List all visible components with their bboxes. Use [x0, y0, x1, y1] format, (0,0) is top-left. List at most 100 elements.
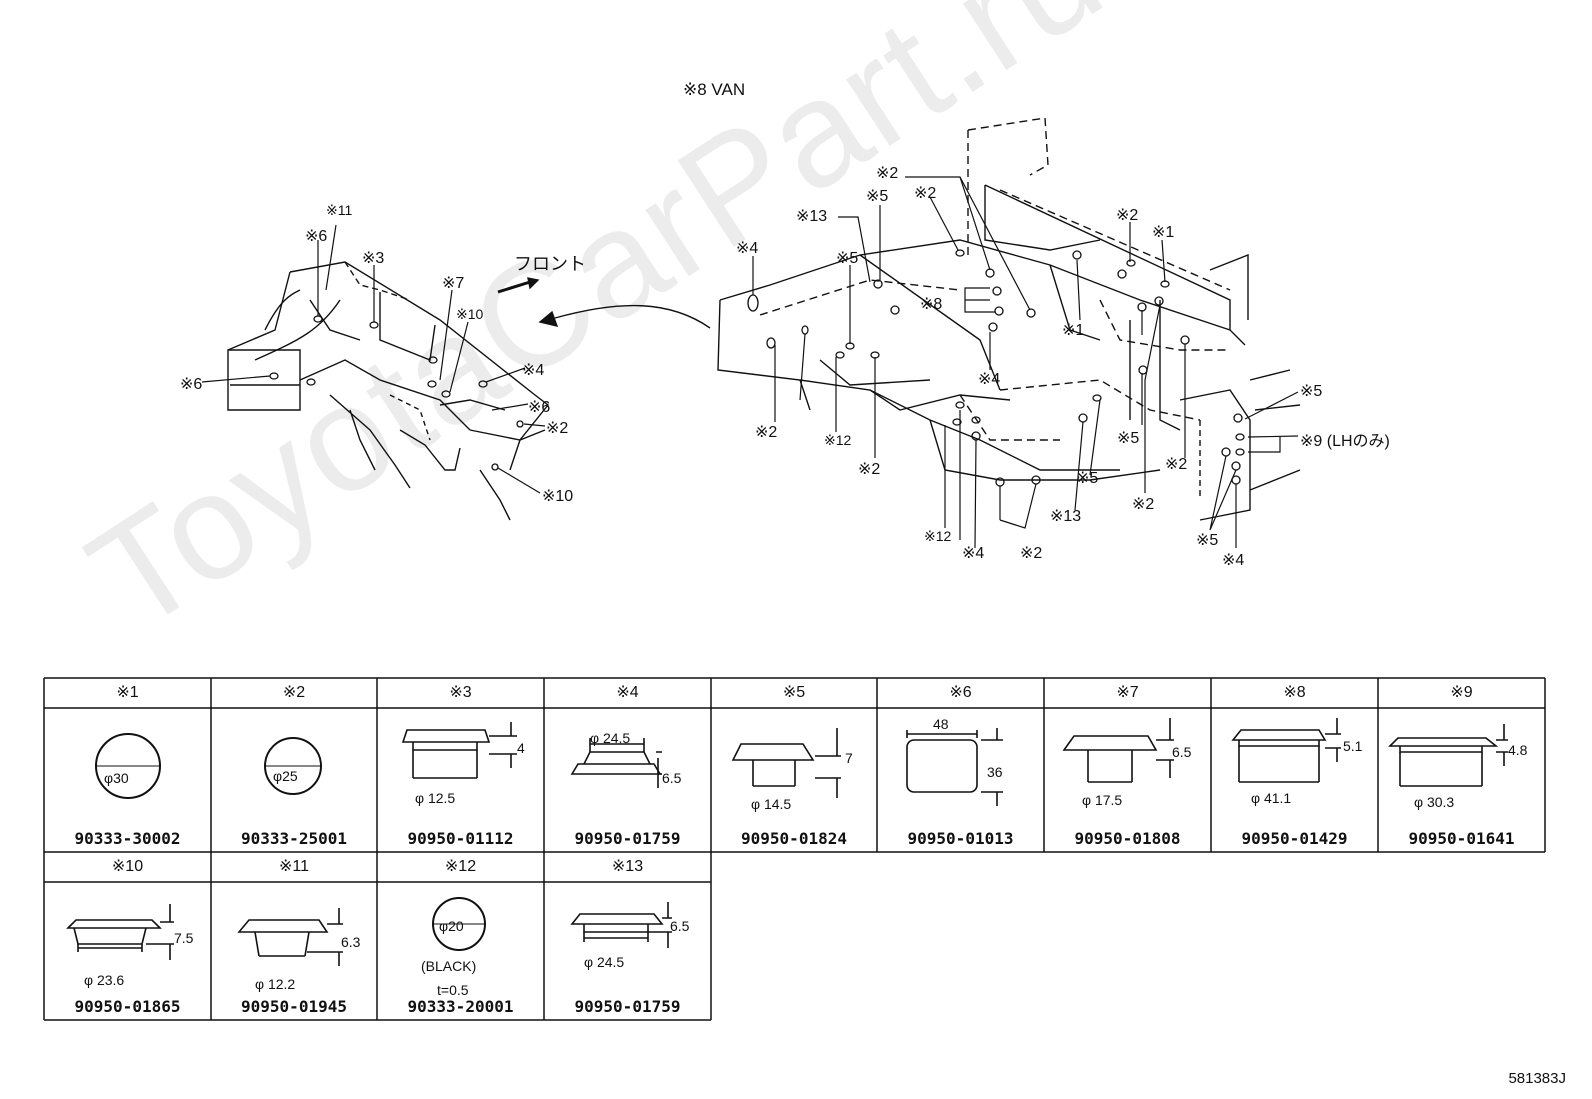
dim-diameter: φ 24.5	[590, 730, 631, 746]
callout-2: ※2	[876, 165, 899, 182]
callout-2: ※2	[1165, 456, 1188, 473]
dim-diameter: φ 12.5	[415, 790, 456, 806]
dim-diameter: φ 12.2	[255, 976, 296, 992]
plug-profile-shape	[570, 902, 672, 948]
part-key: ※11	[278, 858, 309, 875]
callout-4: ※4	[736, 240, 759, 257]
plug-profile-shape	[1231, 718, 1341, 783]
callout-5: ※5	[1076, 470, 1099, 487]
part-number: 90950-01429	[1241, 829, 1348, 848]
dim-diameter: φ 23.6	[84, 972, 125, 988]
plug-profile-shape	[570, 738, 662, 788]
dim-diameter: φ 24.5	[584, 954, 625, 970]
part-number: 90950-01945	[241, 997, 347, 1016]
circle-plug-shape	[264, 737, 322, 795]
part-key: ※1	[116, 684, 139, 701]
diagram-title: ※8 VAN	[683, 80, 746, 99]
callout-2: ※2	[1020, 545, 1043, 562]
part-key: ※12	[444, 858, 477, 875]
part-number: 90950-01013	[907, 829, 1014, 848]
rect-plug-shape	[906, 728, 1003, 806]
leader-lines	[201, 176, 1299, 549]
dim-diameter: φ 41.1	[1251, 790, 1292, 806]
dim-height: 7.5	[174, 930, 194, 946]
part-cell-10: ※10 7.5 φ 23.6 90950-01865	[44, 852, 211, 1020]
part-cell-3: ※3 4 φ 12.5 90950-01112	[377, 678, 544, 852]
dim-diameter: φ 30.3	[1414, 794, 1455, 810]
part-number: 90333-20001	[407, 997, 514, 1016]
part-number: 90333-25001	[241, 829, 347, 848]
plug-profile-shape	[1388, 724, 1508, 787]
part-cell-5: ※5 7 φ 14.5 90950-01824	[711, 678, 877, 852]
callout-6: ※6	[528, 399, 551, 416]
callout-10: ※10	[542, 488, 574, 505]
part-cell-12: ※12 φ20 (BLACK) t=0.5 90333-20001	[377, 852, 544, 1020]
front-label: フロント	[514, 254, 586, 274]
dim-height: 4	[517, 740, 525, 756]
callout-8: ※8	[920, 296, 943, 313]
part-key: ※6	[949, 684, 972, 701]
part-key: ※9	[1450, 684, 1473, 701]
callout-5: ※5	[1117, 430, 1140, 447]
callout-11: ※11	[326, 202, 353, 218]
callout-6: ※6	[180, 376, 203, 393]
part-number: 90333-30002	[74, 829, 181, 848]
callout-5: ※5	[836, 250, 859, 267]
part-number: 90950-01759	[574, 997, 681, 1016]
dim-height: 6.3	[341, 934, 361, 950]
part-key: ※5	[782, 684, 806, 701]
part-cell-11: ※11 6.3 φ 12.2 90950-01945	[211, 852, 377, 1020]
part-number: 90950-01112	[407, 829, 514, 848]
part-key: ※4	[616, 684, 639, 701]
front-floor-drawing	[227, 261, 549, 521]
callout-1: ※1	[1152, 224, 1175, 241]
callout-4: ※4	[978, 371, 1001, 388]
dim-height: 6.5	[1172, 744, 1192, 760]
dim-diameter: φ20	[439, 918, 464, 934]
part-cell-8: ※8 5.1 φ 41.1 90950-01429	[1211, 678, 1378, 852]
callout-4: ※4	[962, 545, 985, 562]
color-note: (BLACK)	[421, 958, 477, 974]
callout-2: ※2	[858, 461, 881, 478]
callout-2: ※2	[546, 420, 569, 437]
van-body-drawing	[717, 117, 1301, 521]
plug-profile-shape	[1062, 718, 1174, 783]
callout-2: ※2	[914, 185, 937, 202]
part-key: ※13	[611, 858, 644, 875]
callout-3: ※3	[362, 250, 385, 267]
dim-diameter: φ 14.5	[751, 796, 792, 812]
dim-diameter: φ 17.5	[1082, 792, 1123, 808]
callout-2: ※2	[755, 424, 778, 441]
callout-7: ※7	[442, 275, 465, 292]
document-code: 581383J	[1508, 1070, 1566, 1087]
part-key: ※2	[282, 684, 306, 701]
part-cell-1: ※1 φ30 90333-30002	[44, 678, 211, 852]
part-number: 90950-01641	[1408, 829, 1515, 848]
part-number: 90950-01865	[74, 997, 181, 1016]
callout-12: ※12	[824, 432, 852, 448]
plug-profile-shape	[66, 904, 174, 960]
callout-2: ※2	[1116, 207, 1139, 224]
part-cell-9: ※9 4.8 φ 30.3 90950-01641	[1378, 678, 1545, 852]
dim-height: 7	[845, 750, 853, 766]
dim-height: 5.1	[1343, 738, 1363, 754]
thickness-note: t=0.5	[437, 982, 469, 998]
plug-profile-shape	[731, 728, 841, 798]
callout-5: ※5	[1196, 532, 1219, 549]
callout-13: ※13	[1050, 508, 1082, 525]
dim-diameter: φ30	[104, 770, 129, 786]
dim-height: 4.8	[1508, 742, 1528, 758]
part-key: ※3	[449, 684, 472, 701]
dim-height: 6.5	[670, 918, 690, 934]
callout-6: ※6	[305, 228, 328, 245]
callout-5: ※5	[866, 188, 889, 205]
callout-13: ※13	[796, 208, 828, 225]
part-key: ※8	[1283, 684, 1306, 701]
part-cell-6: ※6 48 36 90950-01013	[877, 678, 1044, 852]
plug-profile-shape	[237, 908, 343, 966]
part-cell-13: ※13 6.5 φ 24.5 90950-01759	[544, 852, 711, 1020]
callout-4: ※4	[1222, 552, 1245, 569]
dim-width: 48	[933, 716, 949, 732]
